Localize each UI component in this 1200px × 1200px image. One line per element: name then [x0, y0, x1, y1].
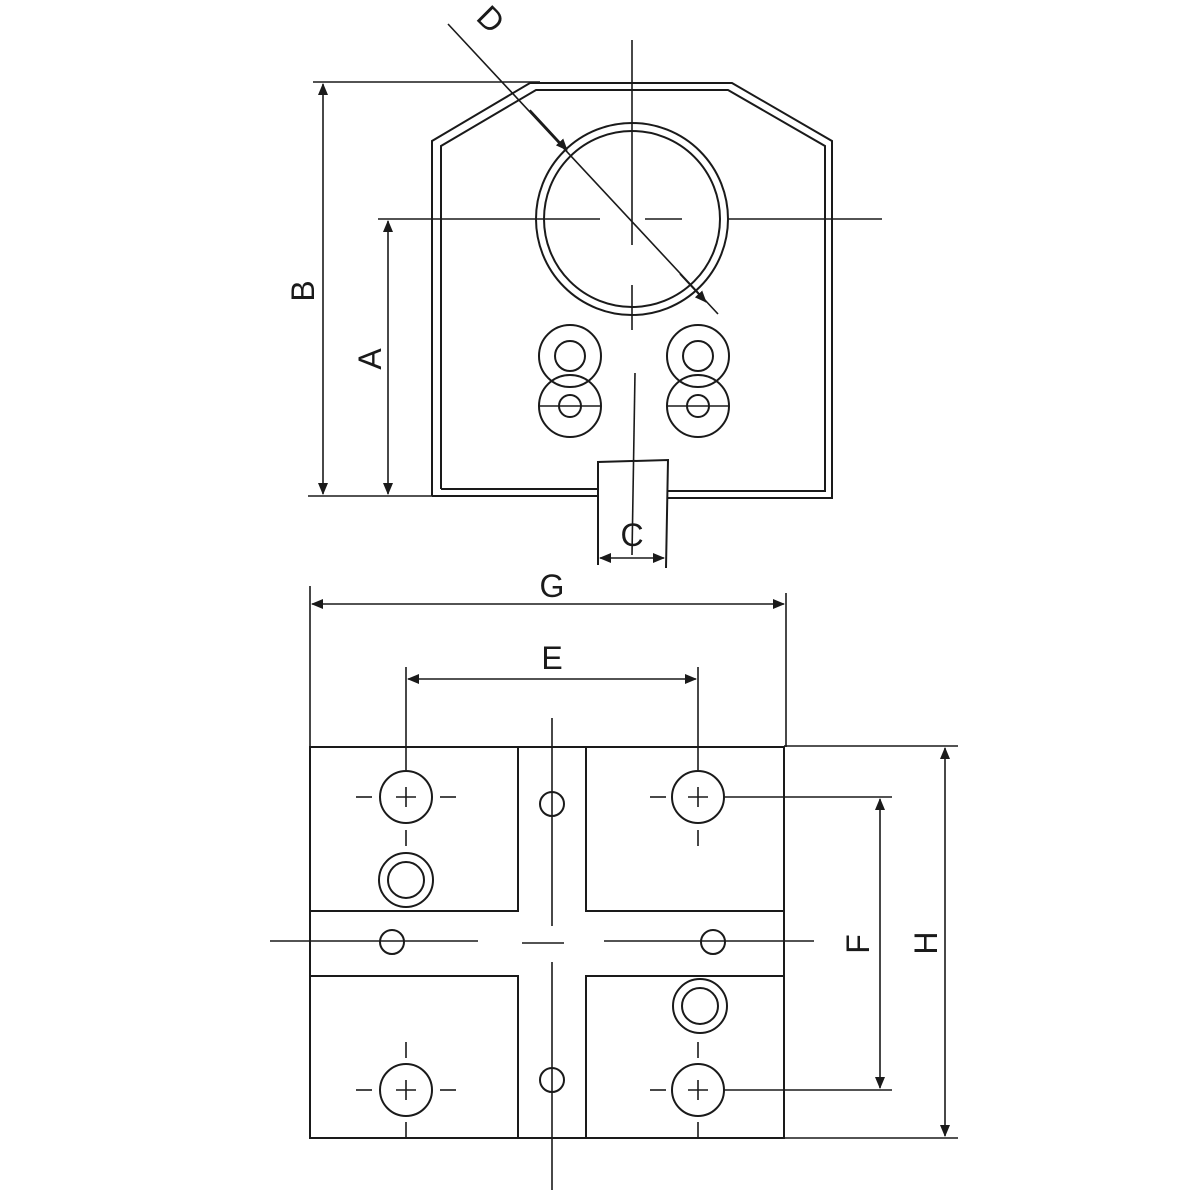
key-slot: [597, 458, 670, 569]
block-top-right: [585, 746, 785, 912]
block-bottom-right: [585, 975, 785, 1139]
bottom-view: G E F H: [270, 568, 958, 1190]
counterbore-left-inner: [387, 861, 425, 899]
dim-d-arrow-upper: [529, 109, 568, 151]
dim-f-label: F: [840, 934, 876, 954]
counterbore-right-outer: [672, 978, 728, 1034]
base-outline: [309, 746, 785, 1139]
dim-d-label: D: [470, 0, 512, 40]
counterbore-left-outer: [378, 852, 434, 908]
mount-hole-top-left: [379, 770, 433, 824]
slot-center-line: [631, 372, 636, 556]
dim-g-label: G: [540, 568, 565, 604]
right-hole-upper-outer: [666, 324, 730, 388]
pin-hole-right: [700, 929, 726, 955]
left-hole-upper-outer: [538, 324, 602, 388]
block-bottom-left: [309, 975, 519, 1139]
body-outline-outer: [431, 82, 833, 499]
dim-a-label: A: [352, 348, 388, 370]
mount-hole-bottom-left: [379, 1063, 433, 1117]
pin-hole-bottom: [539, 1067, 565, 1093]
dim-d-arrow-lower: [679, 273, 707, 303]
dim-b-label: B: [285, 280, 321, 301]
block-top-left: [309, 746, 519, 912]
dim-c-label: C: [620, 517, 643, 553]
body-outline-inner: [440, 89, 826, 492]
pin-hole-left: [379, 929, 405, 955]
dim-e-label: E: [541, 640, 562, 676]
top-view: B A D C: [285, 0, 882, 569]
right-hole-upper-inner: [682, 340, 714, 372]
dim-h-label: H: [908, 931, 944, 954]
pin-hole-top: [539, 791, 565, 817]
counterbore-right-inner: [681, 987, 719, 1025]
dim-d-leader: [447, 23, 719, 315]
left-hole-upper-inner: [554, 340, 586, 372]
